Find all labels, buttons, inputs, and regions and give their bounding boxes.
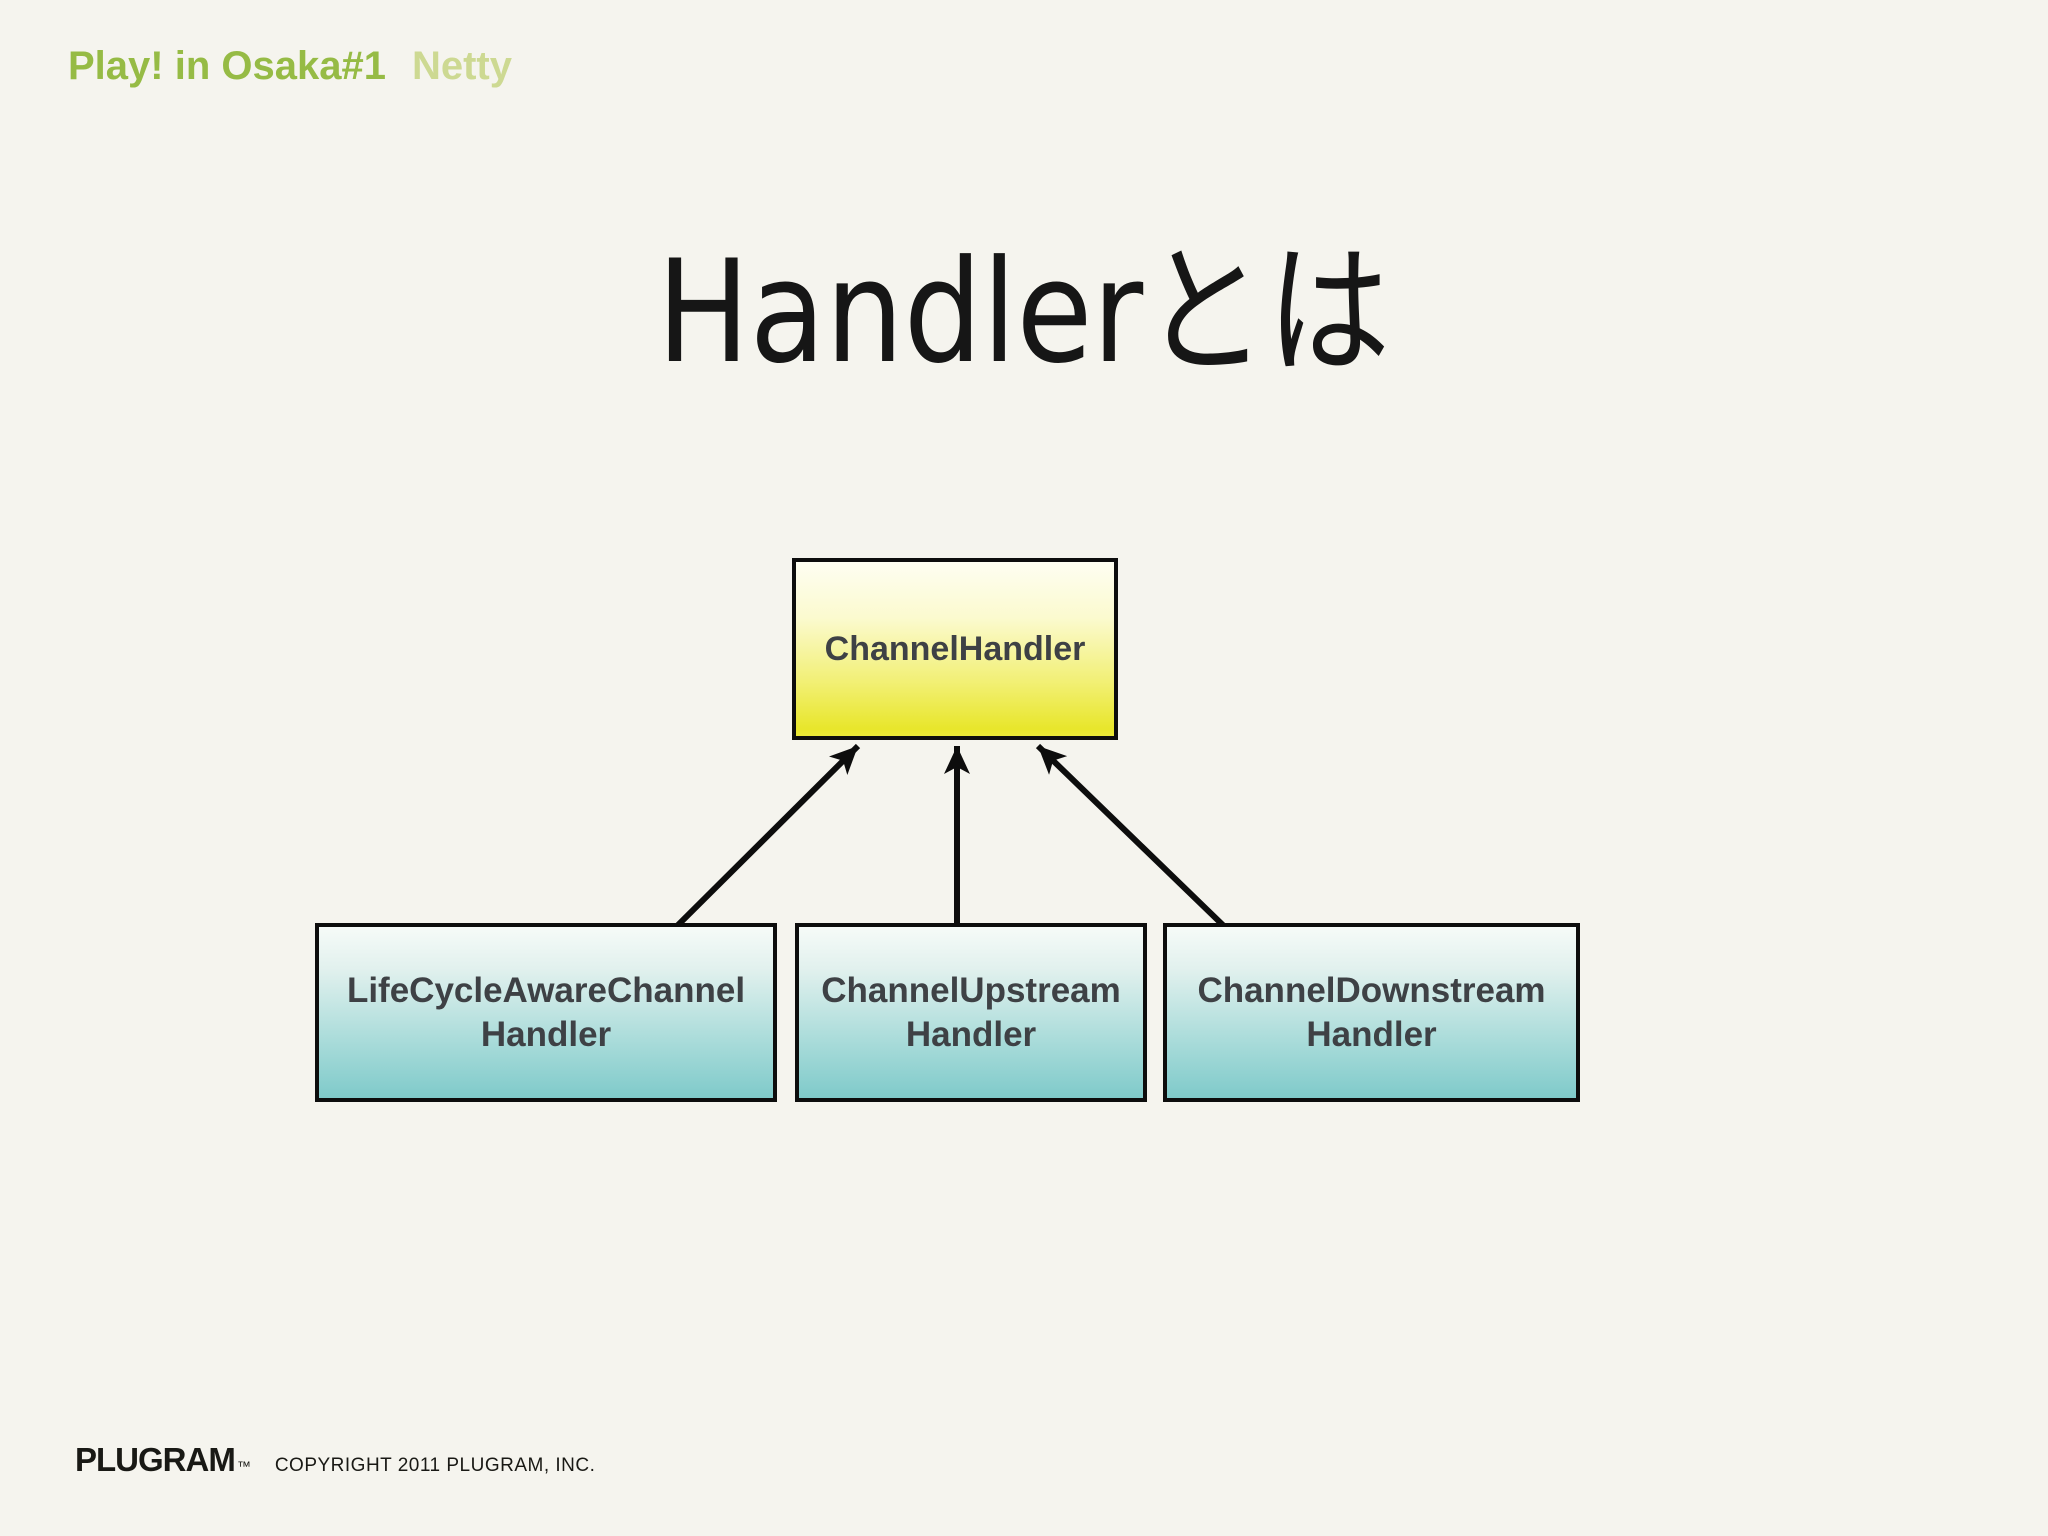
class-label-line2: Handler	[905, 1014, 1037, 1054]
plugram-logo: PLUGRAM	[75, 1441, 236, 1478]
class-label-line1: ChannelUpstream	[821, 970, 1121, 1010]
trademark-symbol: ™	[236, 1458, 251, 1474]
topic-name: Netty	[411, 44, 512, 88]
slide-header: Play! in Osaka#1 Netty	[68, 44, 512, 89]
slide-title: Handlerとは	[0, 242, 2048, 384]
class-box-lifecycleawarechannelhandler: LifeCycleAwareChannel Handler	[315, 923, 777, 1102]
class-label-line2: Handler	[1306, 1014, 1437, 1054]
class-label: ChannelHandler	[824, 629, 1086, 668]
class-label-line1: LifeCycleAwareChannel	[346, 970, 746, 1010]
copyright-text: COPYRIGHT 2011 PLUGRAM, INC.	[274, 1455, 596, 1476]
slide-title-text: Handlerとは	[657, 230, 1391, 395]
class-box-channelhandler: ChannelHandler	[792, 558, 1118, 740]
arrow-lifecycle-to-channelhandler	[670, 743, 861, 933]
arrow-downstream-to-channelhandler	[1035, 743, 1231, 933]
event-name: Play! in Osaka#1	[68, 44, 386, 88]
class-box-channeldownstreamhandler: ChannelDownstream Handler	[1163, 923, 1580, 1102]
class-label-line1: ChannelDownstream	[1197, 970, 1546, 1010]
class-label-line2: Handler	[480, 1014, 612, 1054]
class-box-channelupstreamhandler: ChannelUpstream Handler	[795, 923, 1147, 1102]
